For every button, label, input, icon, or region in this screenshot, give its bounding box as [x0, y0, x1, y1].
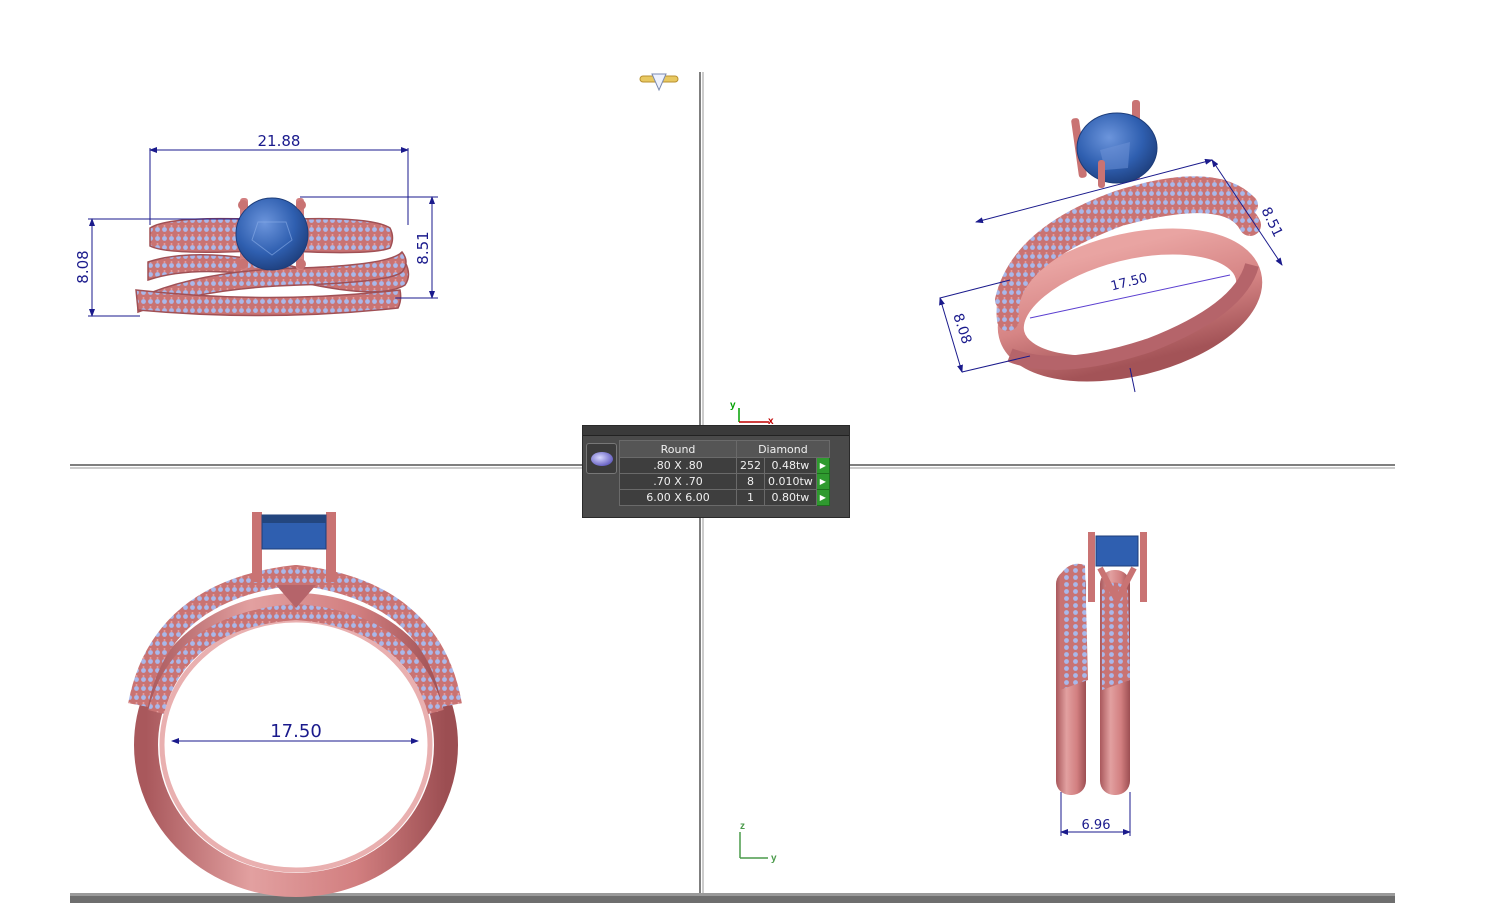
ring-logo-icon	[639, 73, 679, 92]
axis-y-label: y	[730, 400, 736, 411]
dim-left-height-label: 8.08	[74, 250, 92, 283]
play-arrow-icon[interactable]: ▶	[815, 489, 830, 506]
gem-size: .80 X .80	[619, 457, 737, 474]
panel-title-strip	[583, 426, 849, 436]
gem-weight: 0.010tw	[764, 473, 817, 490]
dim-right-height-label: 8.51	[414, 231, 432, 264]
axis-z-label: z	[740, 821, 745, 832]
gem-count: 8	[736, 473, 765, 490]
axis-triad-center	[738, 408, 769, 423]
header-type: Diamond	[736, 440, 830, 458]
dim-band-width-label: 6.96	[1082, 818, 1111, 833]
axis-x-label: x	[768, 416, 774, 427]
dim-inner-diameter-label: 17.50	[270, 721, 322, 742]
ring-perspective-view	[995, 100, 1263, 382]
ring-side-view	[128, 512, 462, 897]
round-gem-icon[interactable]	[586, 443, 617, 474]
table-row: .70 X .70 8 0.010tw ▶	[619, 473, 830, 490]
play-arrow-icon[interactable]: ▶	[815, 473, 830, 490]
table-row: 6.00 X 6.00 1 0.80tw ▶	[619, 489, 830, 506]
dimension-lines-br	[1060, 792, 1131, 836]
axis-triad-corner	[739, 832, 768, 859]
gem-count: 252	[736, 457, 765, 474]
gem-weight: 0.48tw	[764, 457, 817, 474]
header-shape: Round	[619, 440, 737, 458]
dim-width-label: 21.88	[258, 132, 301, 150]
gem-weight: 0.80tw	[764, 489, 817, 506]
dim-tr-diameter-label: 17.50	[1109, 271, 1149, 295]
gem-count: 1	[736, 489, 765, 506]
gem-info-panel: Round Diamond .80 X .80 252 0.48tw ▶ .70…	[582, 425, 850, 518]
ring-end-view	[1056, 532, 1147, 795]
play-arrow-icon[interactable]: ▶	[815, 457, 830, 474]
dimension-lines-tr	[939, 158, 1283, 393]
gem-size: .70 X .70	[619, 473, 737, 490]
axis-y2-label: y	[771, 853, 777, 864]
table-row: .80 X .80 252 0.48tw ▶	[619, 457, 830, 474]
dimension-lines-tl	[88, 147, 438, 317]
gem-size: 6.00 X 6.00	[619, 489, 737, 506]
ring-front-view	[135, 197, 410, 317]
bottom-scrollbar	[70, 893, 1395, 903]
gem-table: Round Diamond .80 X .80 252 0.48tw ▶ .70…	[619, 440, 830, 506]
